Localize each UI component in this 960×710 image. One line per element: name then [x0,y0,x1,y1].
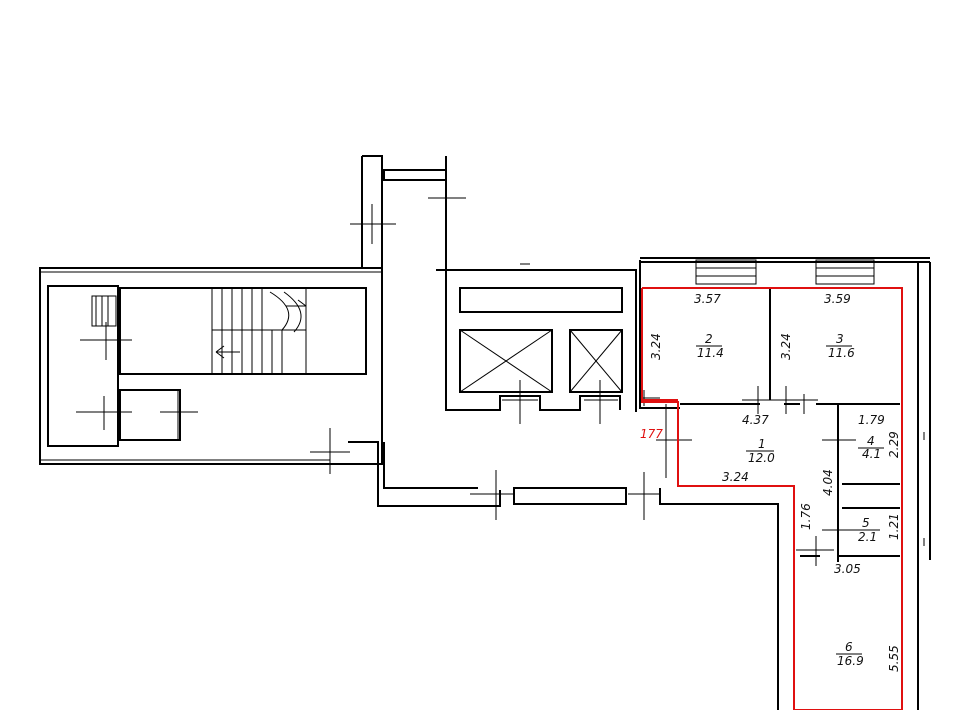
hall-width: 4.37 [742,413,769,427]
room2-depth: 3.24 [649,333,663,360]
room5-area: 2.1 [858,530,877,544]
main-corridor [348,439,779,710]
room4-width: 1.79 [858,413,885,427]
hall-depth: 4.04 [821,469,835,496]
hall-bottom: 3.24 [722,470,749,484]
left-stair-block [39,267,383,474]
room2-area: 11.4 [697,346,724,360]
room3-number: 3 [836,332,844,346]
room6-area: 16.9 [837,654,864,668]
stair-flight [211,287,307,375]
room6-number: 6 [845,640,853,654]
room1-area: 12.0 [748,451,775,465]
room6-width: 3.05 [834,562,861,576]
top-shaft [350,155,466,270]
room3-depth: 3.24 [779,333,793,360]
room2-width: 3.57 [694,292,721,306]
room3-area: 11.6 [828,346,855,360]
apartment-walls [639,257,931,710]
window-right [815,259,875,285]
room5-number: 5 [862,516,870,530]
room5-depth: 1.21 [887,513,901,540]
room6-depth: 5.55 [887,645,901,672]
window-left [695,259,757,285]
apartment-number: 177 [640,427,663,441]
room3-width: 3.59 [824,292,851,306]
elevator-shaft-left [459,329,553,393]
apartment-177-outline [641,287,903,710]
room4-depth: 2.29 [887,431,901,458]
room2-number: 2 [705,332,713,346]
room4-number: 4 [867,434,875,448]
elevator-hall [436,263,637,424]
room4-area: 4.1 [862,447,881,461]
elevator-shaft-right [569,329,623,393]
corridor-depth: 1.76 [799,503,813,530]
room1-number: 1 [758,437,766,451]
